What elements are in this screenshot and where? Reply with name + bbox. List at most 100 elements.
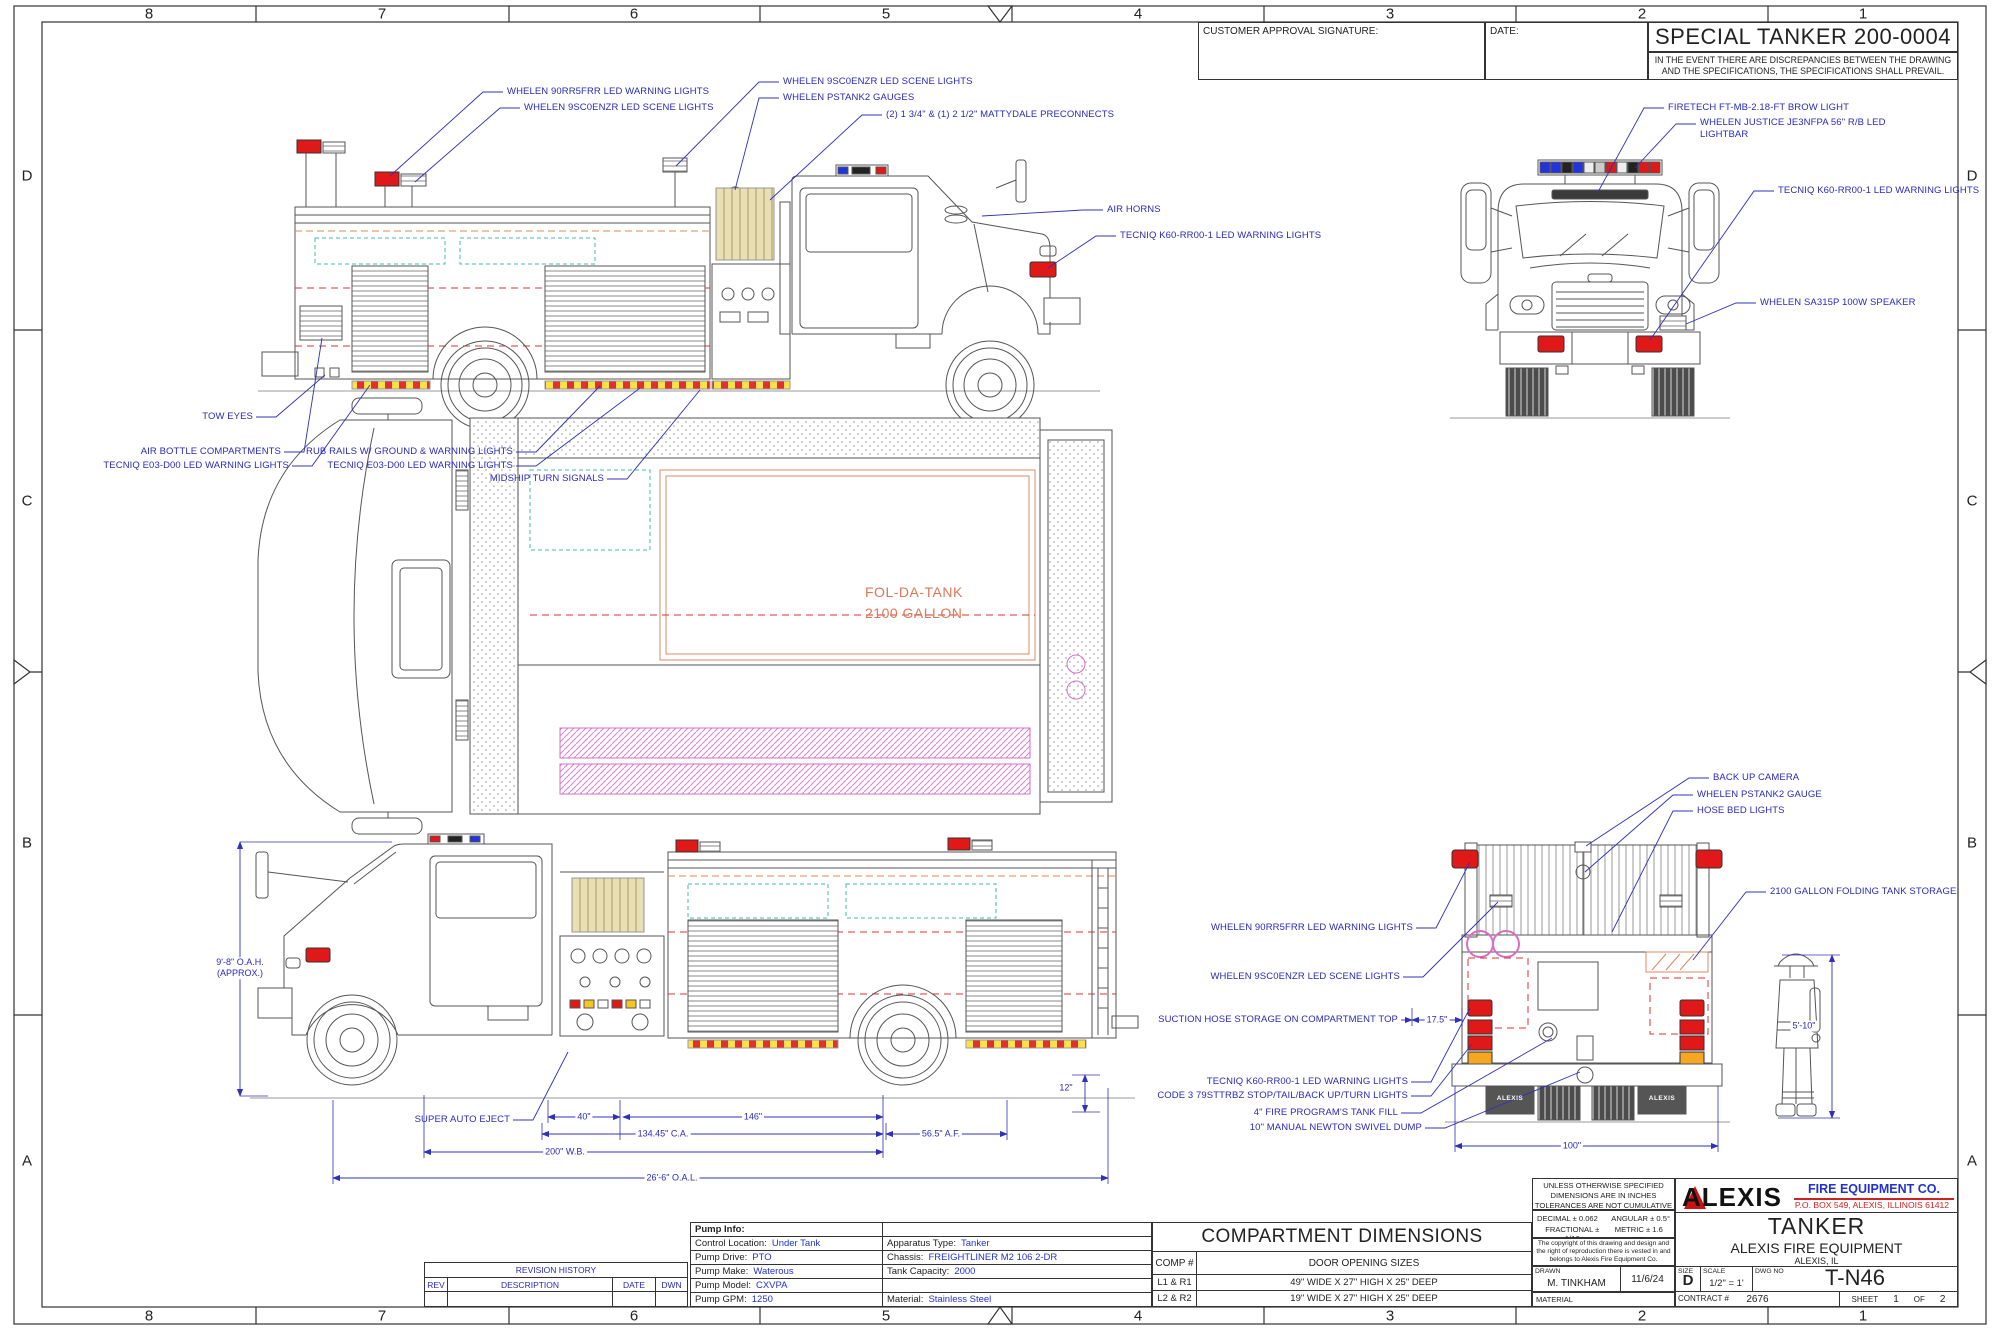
- contract-cell: CONTRACT # 2676: [1676, 1292, 1840, 1307]
- drawing-title: SPECIAL TANKER 200-0004: [1654, 24, 1952, 49]
- zone-row-label: A: [21, 1152, 33, 1170]
- callout-label: WHELEN 90RR5FRR LED WARNING LIGHTS: [1210, 922, 1413, 934]
- zone-column-label: 6: [629, 1307, 639, 1325]
- drawn-cell: DRAWN M. TINKHAM: [1533, 1267, 1621, 1291]
- leader-line: [607, 389, 701, 480]
- size-value: D: [1682, 1272, 1694, 1289]
- callout-label: WHELEN SA315P 100W SPEAKER: [1760, 297, 1916, 309]
- callout-label: AIR HORNS: [1107, 204, 1161, 216]
- drawing-info-row: SIZE D SCALE 1/2" = 1' DWG NO T-N46: [1676, 1265, 1957, 1291]
- dimension-label: 26'-6" O.A.L.: [644, 1172, 700, 1184]
- leader-line: [1411, 1007, 1471, 1083]
- pump-row-label: Pump Model:: [695, 1280, 751, 1291]
- comp-row-size: 49" WIDE X 27" HIGH X 25" DEEP: [1290, 1277, 1438, 1288]
- zone-row-label: C: [1966, 492, 1978, 510]
- callout-label: TECNIQ K60-RR00-1 LED WARNING LIGHTS: [1120, 230, 1322, 242]
- zone-row-label: A: [1966, 1152, 1978, 1170]
- dimension-label: 40": [575, 1111, 593, 1123]
- disclaimer-text: IN THE EVENT THERE ARE DISCREPANCIES BET…: [1654, 55, 1952, 76]
- sheet-cell: SHEET 1 OF 2: [1840, 1292, 1957, 1306]
- pump-row-value: Waterous: [753, 1266, 794, 1277]
- zone-column-label: 5: [881, 1307, 891, 1325]
- drawing-title-box: SPECIAL TANKER 200-0004: [1648, 22, 1958, 52]
- material-label: MATERIAL: [1536, 1295, 1573, 1304]
- title-block: ALEXIS FIRE EQUIPMENT CO. P.O. BOX 549, …: [1675, 1178, 1958, 1307]
- zone-column-label: 4: [1133, 5, 1143, 23]
- leader-line: [1611, 810, 1693, 933]
- leader-line: [516, 385, 601, 453]
- zone-row-label: B: [21, 834, 33, 852]
- callout-label: TECNIQ K60-RR00-1 LED WARNING LIGHTS: [1206, 1076, 1408, 1088]
- leader-line: [1401, 1037, 1553, 1114]
- callout-label: FIRETECH FT-MB-2.18-FT BROW LIGHT: [1668, 102, 1849, 114]
- callout-label: BACK UP CAMERA: [1713, 772, 1800, 784]
- callout-label: WHELEN 9SC0ENZR LED SCENE LIGHTS: [783, 76, 973, 88]
- sheet-label: SHEET: [1851, 1294, 1879, 1304]
- scale-value: 1/2" = 1': [1709, 1278, 1744, 1289]
- contract-label: CONTRACT #: [1678, 1294, 1729, 1303]
- leader-lines-layer: [256, 81, 1774, 1129]
- callout-label: 4" FIRE PROGRAM'S TANK FILL: [1253, 1107, 1398, 1119]
- comp-col-header: COMP #: [1153, 1252, 1197, 1274]
- dimension-label: 146": [741, 1111, 765, 1123]
- sheet-number: 1: [1893, 1293, 1899, 1305]
- callout-label: TECNIQ E03-D00 LED WARNING LIGHTS: [103, 460, 289, 472]
- scale-label: SCALE: [1703, 1267, 1726, 1275]
- pump-row-label: Apparatus Type:: [887, 1238, 957, 1249]
- comp-row-id: L1 & R1: [1153, 1275, 1197, 1290]
- dimension-lines-layer: [236, 841, 1840, 1184]
- zone-column-label: 2: [1637, 1307, 1647, 1325]
- callout-label: TOW EYES: [202, 411, 253, 423]
- logo-subtitle: FIRE EQUIPMENT CO.: [1794, 1182, 1954, 1200]
- leader-line: [256, 374, 326, 418]
- zone-column-label: 2: [1637, 5, 1647, 23]
- callout-label: (2) 1 3/4" & (1) 2 1/2" MATTYDALE PRECON…: [886, 109, 1115, 121]
- firefighter-figure-drawing: [1774, 953, 1821, 1117]
- zone-column-label: 3: [1385, 1307, 1395, 1325]
- date-col-header: DATE: [613, 1277, 656, 1292]
- zone-column-label: 7: [377, 5, 387, 23]
- sheet-total: 2: [1939, 1293, 1946, 1305]
- callout-label: MIDSHIP TURN SIGNALS: [489, 473, 604, 485]
- company-logo-row: ALEXIS FIRE EQUIPMENT CO. P.O. BOX 549, …: [1676, 1179, 1957, 1213]
- drawn-row: DRAWN M. TINKHAM 11/6/24: [1532, 1266, 1675, 1292]
- fold-a-tank-label: FOL-DA-TANK 2100 GALLON: [865, 582, 963, 624]
- leader-line: [284, 337, 323, 453]
- zone-column-label: 4: [1133, 1307, 1143, 1325]
- leader-line: [981, 209, 1103, 217]
- dimension-label: 100": [1560, 1140, 1584, 1152]
- callout-label: WHELEN 90RR5FRR LED WARNING LIGHTS: [507, 86, 710, 98]
- rear-mudflap-brand-right: ALEXIS: [1648, 1095, 1676, 1102]
- zone-column-label: 8: [144, 5, 154, 23]
- pump-row-value: Tanker: [961, 1238, 990, 1249]
- callout-label: HOSE BED LIGHTS: [1697, 805, 1785, 817]
- pump-info-table: Pump Info: Control Location:Under Tank A…: [690, 1222, 1152, 1307]
- dimension-label: 56.5" A.F.: [919, 1128, 963, 1140]
- side-view-left-drawing: [250, 833, 1139, 1099]
- drawn-label: DRAWN: [1535, 1268, 1561, 1275]
- zone-row-label: D: [21, 167, 33, 185]
- copyright-note: The copyright of this drawing and design…: [1532, 1238, 1675, 1266]
- callout-label: SUCTION HOSE STORAGE ON COMPARTMENT TOP: [1158, 1014, 1398, 1026]
- callout-label: WHELEN PSTANK2 GAUGES: [783, 92, 915, 104]
- compartment-dimensions-table: COMPARTMENT DIMENSIONS COMP # DOOR OPENI…: [1152, 1222, 1532, 1307]
- pump-row-value: Stainless Steel: [928, 1294, 992, 1305]
- tolerance-note-text: UNLESS OTHERWISE SPECIFIED DIMENSIONS AR…: [1534, 1181, 1673, 1210]
- customer-approval-label: CUSTOMER APPROVAL SIGNATURE:: [1203, 26, 1379, 37]
- contract-sheet-row: CONTRACT # 2676 SHEET 1 OF 2: [1676, 1291, 1957, 1307]
- fold-a-tank-line1: FOL-DA-TANK: [865, 584, 963, 600]
- dwn-col-header: DWN: [661, 1279, 682, 1290]
- tolerance-notes: UNLESS OTHERWISE SPECIFIED DIMENSIONS AR…: [1532, 1178, 1675, 1210]
- front-view-drawing: [1450, 159, 1730, 419]
- fold-a-tank-line2: 2100 GALLON: [865, 605, 963, 621]
- leader-line: [1692, 891, 1766, 961]
- dimension-label: 9'-8" O.A.H. (APPROX.): [214, 957, 266, 979]
- leader-line: [513, 1051, 569, 1121]
- tol-angular: ANGULAR ± 0.5°: [1611, 1214, 1670, 1223]
- size-cell: SIZE D: [1676, 1266, 1701, 1291]
- disclaimer-box: IN THE EVENT THERE ARE DISCREPANCIES BET…: [1648, 52, 1958, 80]
- sheet-frame: [13, 5, 1987, 1325]
